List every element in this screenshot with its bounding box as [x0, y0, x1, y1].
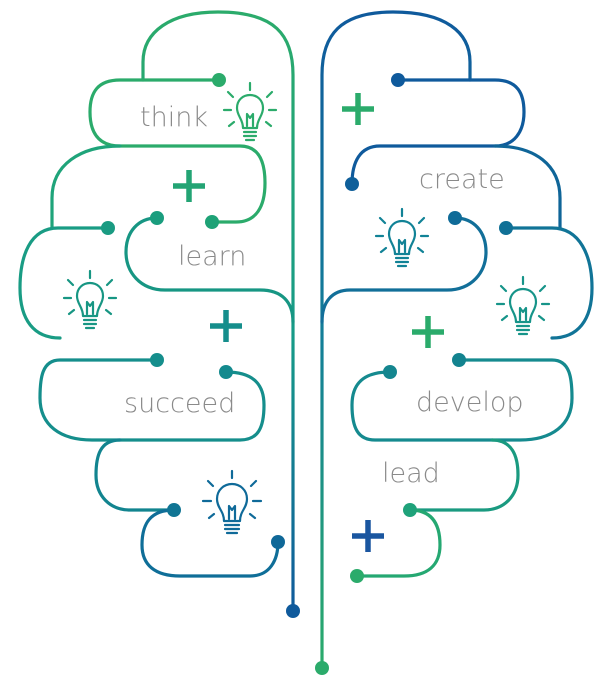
left-lobe-line — [18, 226, 110, 340]
develop-node — [452, 353, 466, 367]
label-develop: develop — [416, 387, 524, 418]
left-hemisphere — [18, 10, 295, 613]
succeed-node — [150, 353, 164, 367]
succeed-branch-line — [38, 358, 266, 442]
lightbulb-icon — [62, 269, 118, 330]
learn-node — [205, 215, 219, 229]
left-stem-end-node — [286, 604, 300, 618]
create-branch-line — [350, 78, 526, 186]
label-lead: lead — [382, 458, 440, 489]
plus-icon — [352, 520, 384, 552]
label-create: create — [419, 164, 505, 195]
right-outer-lobe-line — [493, 144, 562, 230]
create-start-node — [391, 73, 405, 87]
left-lower-node — [167, 503, 181, 517]
develop-branch-line — [350, 358, 574, 442]
lead-node — [403, 503, 417, 517]
think-node — [212, 73, 226, 87]
think-branch-line — [88, 78, 267, 224]
lightbulb-icon — [201, 469, 263, 535]
plus-icon — [342, 93, 374, 125]
develop-end-node — [383, 365, 397, 379]
lightbulb-icon — [495, 275, 551, 336]
lightbulb-icon — [374, 207, 430, 268]
left-outer-lobe-line — [50, 144, 122, 230]
create-node — [345, 177, 359, 191]
label-think: think — [140, 102, 208, 133]
plus-icon — [412, 316, 444, 348]
right-lower-lobe-line — [408, 438, 520, 512]
plus-icon — [173, 170, 205, 202]
right-lobe-line — [504, 226, 594, 340]
learn-start-node — [150, 211, 164, 225]
right-inner-node — [448, 211, 462, 225]
plus-icon — [210, 310, 242, 342]
left-lobe-node — [101, 221, 115, 235]
succeed-end-node — [219, 365, 233, 379]
right-lobe-node — [499, 221, 513, 235]
label-learn: learn — [178, 241, 246, 272]
lead-end-node — [350, 569, 364, 583]
lead-branch-line — [355, 508, 442, 578]
lightbulb-icon — [222, 81, 278, 142]
left-bottom-loop-line — [140, 508, 280, 578]
learn-branch-line — [124, 216, 295, 324]
left-bottom-node — [271, 535, 285, 549]
right-stem-line — [320, 10, 472, 670]
right-hemisphere — [320, 10, 594, 670]
right-inner-branch-line — [320, 216, 488, 324]
right-stem-end-node — [315, 661, 329, 675]
left-stem-line — [141, 10, 295, 613]
label-succeed: succeed — [124, 388, 235, 419]
left-lower-lobe-line — [94, 438, 176, 512]
